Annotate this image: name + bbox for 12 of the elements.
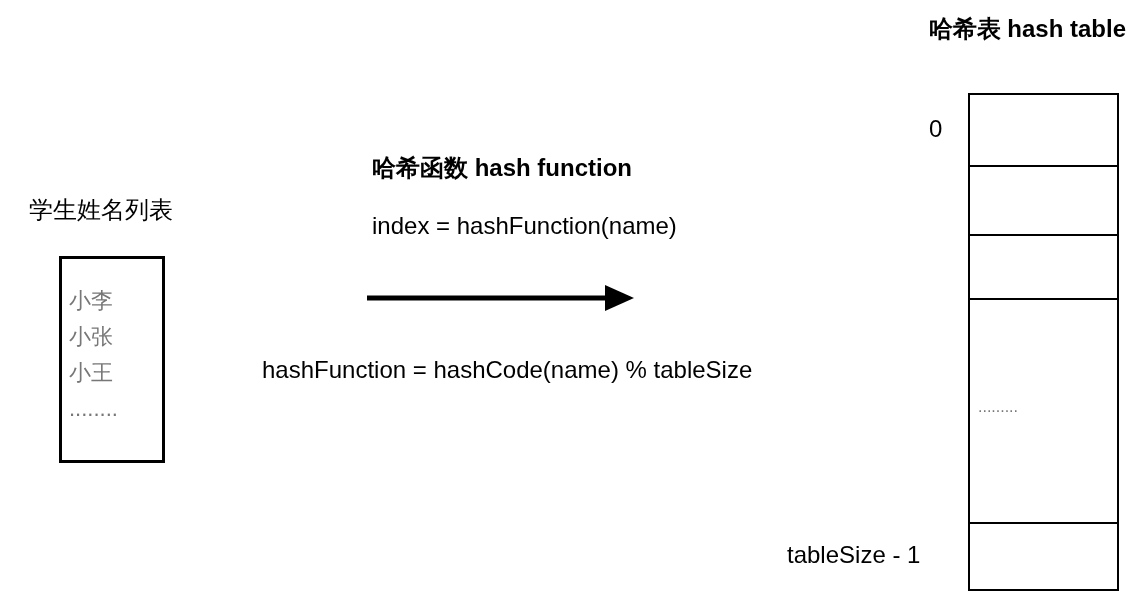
name-text: 小李 <box>69 287 113 315</box>
table-title: 哈希表 hash table <box>927 14 1126 44</box>
index-label: tableSize - 1 <box>787 541 921 569</box>
formula-text: index = hashFunction(name) <box>372 212 677 240</box>
ellipsis-text: ......... <box>978 397 1018 417</box>
index-label: 0 <box>929 115 943 143</box>
ellipsis-text: ........ <box>69 395 118 423</box>
name-text: 小张 <box>69 323 113 351</box>
formula-text: hashFunction = hashCode(name) % tableSize <box>262 356 753 384</box>
list-title: 学生姓名列表 <box>29 195 174 225</box>
function-title: 哈希函数 hash function <box>372 153 632 183</box>
name-text: 小王 <box>69 359 113 387</box>
